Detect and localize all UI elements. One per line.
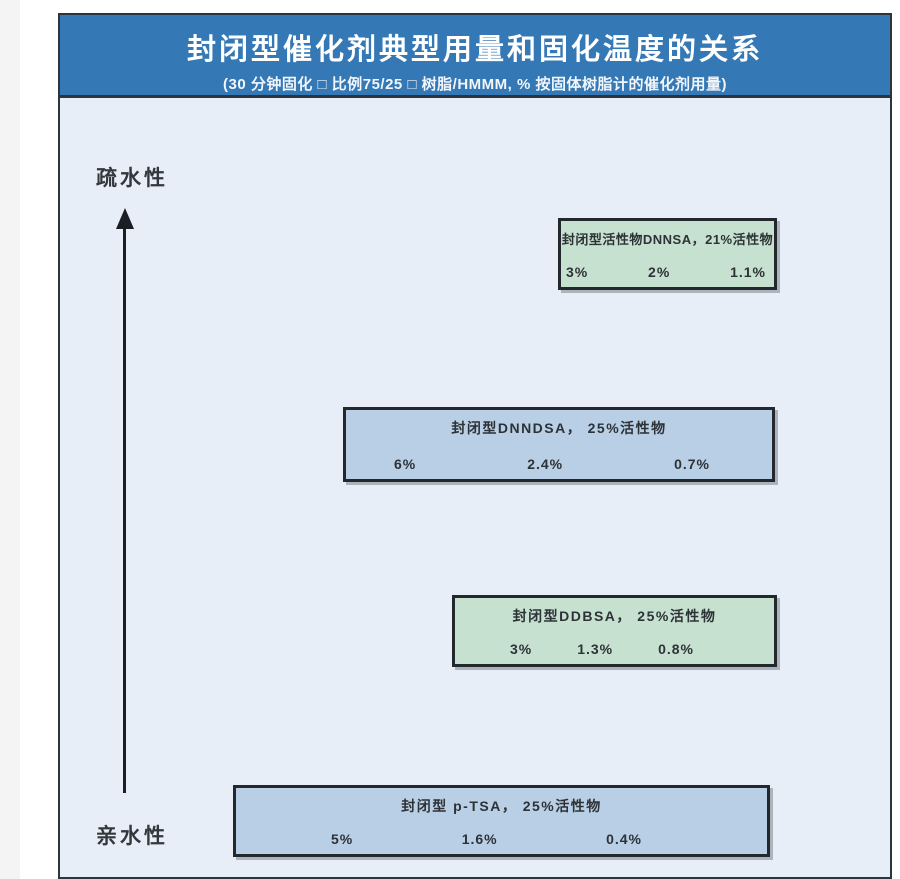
figure-panel: 封闭型催化剂典型用量和固化温度的关系 (30 分钟固化 □ 比例75/25 □ … bbox=[58, 13, 892, 879]
dosage-value: 0.4% bbox=[606, 831, 642, 847]
catalyst-box-p-tsa: 封闭型 p-TSA， 25%活性物 5% 1.6% 0.4% bbox=[233, 785, 770, 857]
figure-title: 封闭型催化剂典型用量和固化温度的关系 bbox=[186, 34, 763, 66]
dosage-value: 3% bbox=[566, 264, 589, 280]
dosage-value: 1.3% bbox=[577, 641, 614, 657]
dosage-value: 6% bbox=[394, 456, 417, 472]
dosage-values-row: 6% 2.4% 0.7% bbox=[346, 456, 772, 472]
page-margin bbox=[0, 0, 20, 879]
catalyst-box-title: 封闭型DNNDSA， 25%活性物 bbox=[451, 420, 667, 436]
hydrophobicity-axis-line bbox=[123, 227, 126, 793]
axis-label-hydrophobic: 疏水性 bbox=[96, 167, 168, 190]
catalyst-box-title: 封闭型活性物DNNSA，21%活性物 bbox=[561, 232, 774, 247]
catalyst-box-title: 封闭型DDBSA， 25%活性物 bbox=[512, 608, 717, 624]
catalyst-box-dnndsa: 封闭型DNNDSA， 25%活性物 6% 2.4% 0.7% bbox=[343, 407, 775, 482]
dosage-value: 3% bbox=[510, 641, 533, 657]
dosage-value: 1.1% bbox=[730, 264, 766, 280]
axis-label-hydrophilic: 亲水性 bbox=[96, 825, 168, 848]
catalyst-box-title: 封闭型 p-TSA， 25%活性物 bbox=[401, 798, 602, 814]
figure-body: 疏水性 亲水性 封闭型活性物DNNSA，21%活性物 3% 2% 1.1% 封闭… bbox=[60, 98, 890, 877]
dosage-values-row: 3% 1.3% 0.8% bbox=[455, 641, 774, 657]
dosage-value: 1.6% bbox=[461, 831, 498, 847]
dosage-value: 0.7% bbox=[674, 456, 710, 472]
dosage-value: 2% bbox=[648, 264, 671, 280]
dosage-values-row: 3% 2% 1.1% bbox=[561, 264, 774, 280]
catalyst-box-ddbsa: 封闭型DDBSA， 25%活性物 3% 1.3% 0.8% bbox=[452, 595, 777, 667]
figure-subtitle: (30 分钟固化 □ 比例75/25 □ 树脂/HMMM, % 按固体树脂计的催… bbox=[223, 76, 727, 93]
arrow-up-icon bbox=[116, 208, 134, 229]
dosage-value: 5% bbox=[331, 831, 354, 847]
catalyst-box-dnnsa: 封闭型活性物DNNSA，21%活性物 3% 2% 1.1% bbox=[558, 218, 777, 290]
figure-header: 封闭型催化剂典型用量和固化温度的关系 (30 分钟固化 □ 比例75/25 □ … bbox=[60, 15, 890, 98]
dosage-value: 2.4% bbox=[527, 456, 564, 472]
dosage-values-row: 5% 1.6% 0.4% bbox=[236, 831, 767, 847]
dosage-value: 0.8% bbox=[658, 641, 694, 657]
